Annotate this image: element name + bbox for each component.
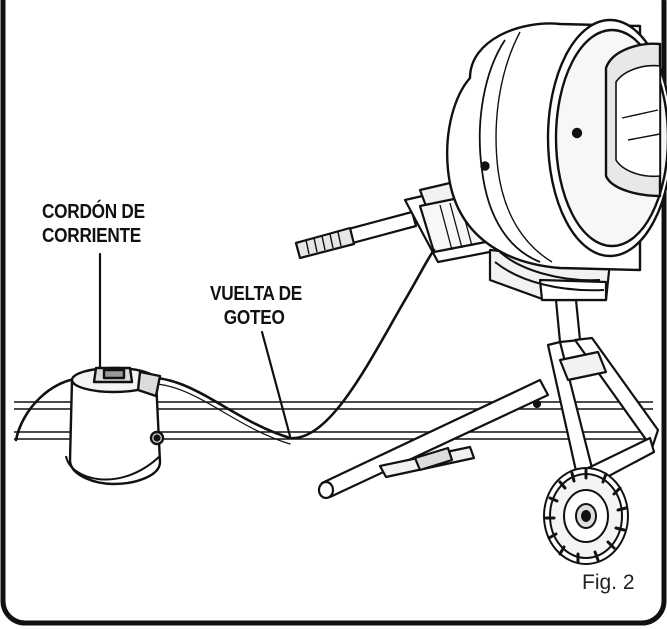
- power-cord-label: CORDÓN DE CORRIENTE: [42, 200, 145, 248]
- power-cord-label-line2: CORRIENTE: [42, 225, 141, 247]
- power-cord: [14, 248, 436, 445]
- figure-caption: Fig. 2: [582, 571, 635, 594]
- mixer-drum: [446, 18, 667, 292]
- drip-loop-label-line2: GOTEO: [223, 307, 285, 329]
- mixer-stand: [317, 298, 660, 500]
- power-cord-label-line1: CORDÓN DE: [42, 201, 145, 223]
- drip-loop-label-line1: VUELTA DE: [210, 283, 302, 305]
- drip-loop-label: VUELTA DE GOTEO: [210, 282, 302, 330]
- wheel: [543, 467, 629, 565]
- outlet-bucket: [65, 366, 165, 486]
